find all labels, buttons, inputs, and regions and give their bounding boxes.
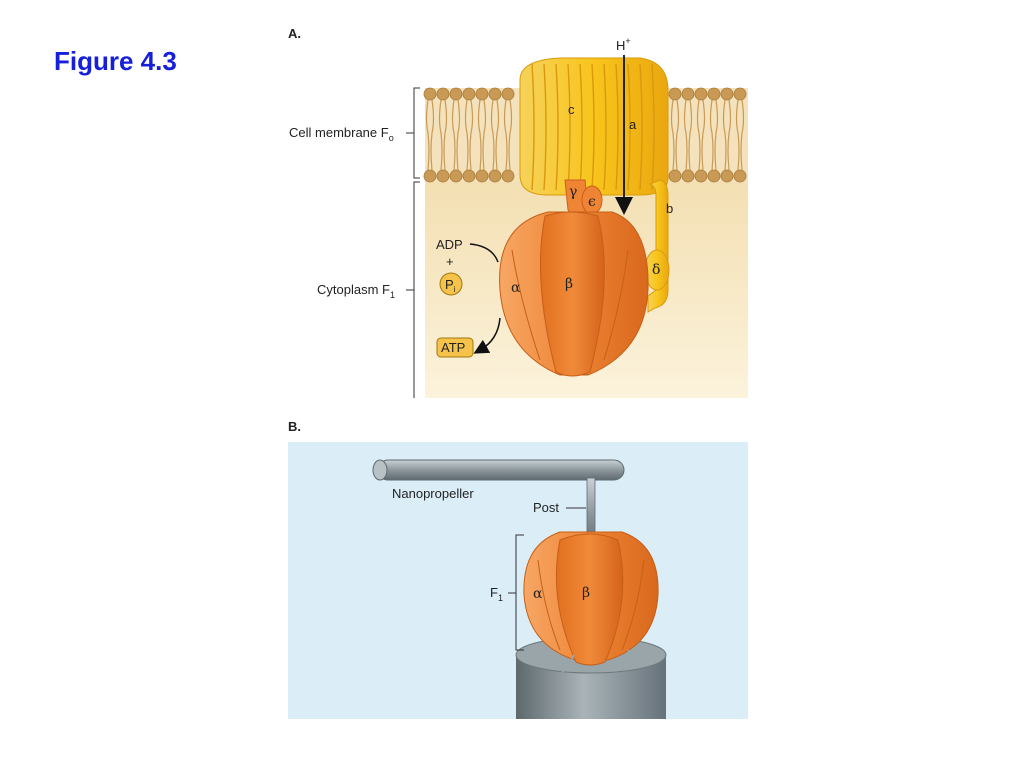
a-label: a bbox=[629, 117, 637, 132]
lipid-tail bbox=[464, 99, 474, 171]
lipid-head bbox=[733, 169, 747, 183]
gamma-label: γ bbox=[569, 184, 577, 200]
panel-b-brackets bbox=[508, 507, 586, 651]
membrane-label: Cell membrane Fo bbox=[289, 125, 394, 143]
lipid-tail bbox=[503, 99, 513, 171]
lipid-head bbox=[681, 87, 695, 101]
panel-a-brackets bbox=[406, 87, 420, 398]
lipid-head bbox=[501, 87, 515, 101]
lipid-head bbox=[449, 87, 463, 101]
adp-label: ADP bbox=[436, 237, 463, 252]
lipid-tail bbox=[425, 99, 435, 171]
panel-b-alpha-label: α bbox=[533, 586, 543, 602]
lipid-head bbox=[436, 169, 450, 183]
lipid-head bbox=[475, 87, 489, 101]
lipid-head bbox=[720, 169, 734, 183]
c-ring-segment bbox=[543, 63, 547, 191]
phosphate-label: Pi bbox=[445, 277, 456, 294]
c-ring-segment bbox=[591, 63, 595, 191]
lipid-head bbox=[449, 169, 463, 183]
lipid-head bbox=[733, 87, 747, 101]
atp-out-arrow bbox=[473, 317, 501, 354]
lipid-tail bbox=[735, 99, 745, 171]
b-label: b bbox=[666, 201, 673, 216]
lipid-tail bbox=[490, 99, 500, 171]
panel-b-beta-label: β bbox=[582, 585, 590, 601]
lipid-head bbox=[720, 87, 734, 101]
lipid-head bbox=[488, 87, 502, 101]
lipid-tails bbox=[425, 99, 745, 171]
lipid-tail bbox=[438, 99, 448, 171]
lipid-tail bbox=[670, 99, 680, 171]
figure-title: Figure 4.3 bbox=[54, 46, 177, 76]
post-label: Post bbox=[533, 500, 559, 515]
lipid-head bbox=[475, 169, 489, 183]
c-ring-segment bbox=[567, 63, 571, 191]
lipid-tail bbox=[477, 99, 487, 171]
lipid-tail bbox=[722, 99, 732, 171]
panel-b-illustration bbox=[288, 442, 748, 719]
panel-a-illustration bbox=[423, 55, 748, 398]
lipid-head bbox=[501, 169, 515, 183]
lipid-tail bbox=[696, 99, 706, 171]
c-ring-segment bbox=[603, 63, 607, 191]
lipid-head bbox=[694, 169, 708, 183]
lipid-head bbox=[462, 169, 476, 183]
c-ring-segment bbox=[555, 63, 559, 191]
c-ring-segment bbox=[579, 63, 583, 191]
atp-label: ATP bbox=[441, 340, 465, 355]
lipid-tail bbox=[683, 99, 693, 171]
lipid-head bbox=[436, 87, 450, 101]
panel-a-label: A. bbox=[288, 26, 301, 41]
f1-label: F1 bbox=[490, 585, 503, 603]
cytoplasm-label: Cytoplasm F1 bbox=[317, 282, 395, 300]
c-ring-segment bbox=[639, 63, 643, 191]
nanopropeller-rod bbox=[377, 459, 625, 481]
c-label: c bbox=[568, 102, 575, 117]
lipid-head bbox=[707, 169, 721, 183]
c-ring bbox=[519, 57, 669, 196]
c-ring-segment bbox=[615, 63, 619, 191]
epsilon-label: ϵ bbox=[588, 194, 596, 210]
lipid-head bbox=[423, 169, 437, 183]
lipid-head bbox=[694, 87, 708, 101]
delta-label: δ bbox=[652, 262, 660, 278]
c-ring-segment bbox=[627, 63, 631, 191]
atp-box bbox=[436, 337, 474, 358]
lipid-tail bbox=[709, 99, 719, 171]
adp-in-curve bbox=[469, 243, 499, 263]
alpha-label: α bbox=[511, 280, 521, 296]
lipid-head bbox=[668, 169, 682, 183]
f1-headpiece bbox=[499, 211, 649, 377]
lipid-tail bbox=[451, 99, 461, 171]
lipid-head bbox=[423, 87, 437, 101]
beta-label: β bbox=[565, 276, 573, 292]
nanopropeller-label: Nanopropeller bbox=[392, 486, 474, 501]
panel-b-label: B. bbox=[288, 419, 301, 434]
lipid-head bbox=[488, 169, 502, 183]
lipid-heads bbox=[423, 87, 747, 183]
lipid-head bbox=[668, 87, 682, 101]
c-ring-segment bbox=[531, 63, 535, 191]
lipid-head bbox=[462, 87, 476, 101]
c-ring-segment bbox=[651, 63, 655, 191]
lipid-head bbox=[681, 169, 695, 183]
phosphate-circle bbox=[439, 272, 463, 296]
proton-label: H+ bbox=[616, 36, 631, 53]
plus-label: + bbox=[446, 254, 454, 269]
lipid-head bbox=[707, 87, 721, 101]
